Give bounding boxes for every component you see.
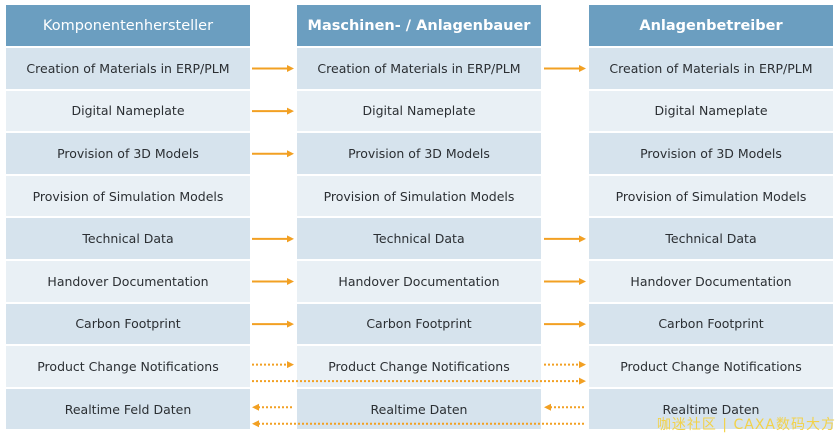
- row-cell: Provision of 3D Models: [297, 133, 541, 174]
- row-cell: Product Change Notifications: [589, 346, 833, 387]
- row-cell: Realtime Feld Daten: [6, 388, 250, 430]
- flow-arrowhead: [579, 65, 586, 72]
- row-cell: Handover Documentation: [589, 260, 833, 302]
- flow-arrowhead: [287, 320, 294, 328]
- row-cell: Provision of Simulation Models: [297, 175, 541, 217]
- column-header: Komponentenhersteller: [6, 5, 250, 46]
- flow-arrowhead: [287, 361, 294, 369]
- row-cell: Realtime Daten: [589, 388, 833, 430]
- flow-arrowhead: [544, 403, 551, 411]
- column-maschinen-anlagenbauer: Maschinen- / Anlagenbauer Creation of Ma…: [297, 5, 541, 430]
- flow-arrowhead: [287, 235, 294, 243]
- row-cell: Provision of Simulation Models: [6, 175, 250, 217]
- watermark: 咖迷社区 | CAXA数码大方: [656, 417, 836, 433]
- row-cell: Handover Documentation: [6, 260, 250, 302]
- row-cell: Realtime Daten: [297, 388, 541, 430]
- row-cell: Provision of Simulation Models: [589, 175, 833, 217]
- flow-arrowhead: [252, 403, 259, 411]
- flow-arrowhead: [252, 420, 259, 428]
- flow-arrowhead: [287, 150, 294, 158]
- row-cell: Carbon Footprint: [297, 303, 541, 345]
- column-komponentenhersteller: Komponentenhersteller Creation of Materi…: [6, 5, 250, 430]
- row-cell: Technical Data: [6, 218, 250, 259]
- row-cell: Digital Nameplate: [589, 90, 833, 132]
- row-cell: Digital Nameplate: [6, 90, 250, 132]
- flow-arrowhead: [579, 320, 586, 328]
- row-cell: Carbon Footprint: [589, 303, 833, 345]
- column-header: Anlagenbetreiber: [589, 5, 833, 46]
- column-header: Maschinen- / Anlagenbauer: [297, 5, 541, 46]
- row-cell: Digital Nameplate: [297, 90, 541, 132]
- row-cell: Technical Data: [297, 218, 541, 259]
- flow-arrowhead: [579, 277, 586, 285]
- row-cell: Product Change Notifications: [6, 346, 250, 387]
- flow-arrowhead: [579, 377, 586, 385]
- flow-arrowhead: [579, 361, 586, 369]
- flow-arrowhead: [287, 107, 294, 115]
- flow-arrowhead: [579, 235, 586, 243]
- row-cell: Creation of Materials in ERP/PLM: [589, 48, 833, 89]
- row-cell: Provision of 3D Models: [589, 133, 833, 174]
- row-cell: Provision of 3D Models: [6, 133, 250, 174]
- column-anlagenbetreiber: Anlagenbetreiber Creation of Materials i…: [589, 5, 833, 430]
- row-cell: Carbon Footprint: [6, 303, 250, 345]
- row-cell: Technical Data: [589, 218, 833, 259]
- row-cell: Creation of Materials in ERP/PLM: [297, 48, 541, 89]
- row-cell: Handover Documentation: [297, 260, 541, 302]
- flow-arrowhead: [287, 277, 294, 285]
- row-cell: Creation of Materials in ERP/PLM: [6, 48, 250, 89]
- flow-arrowhead: [287, 65, 294, 72]
- row-cell: Product Change Notifications: [297, 346, 541, 387]
